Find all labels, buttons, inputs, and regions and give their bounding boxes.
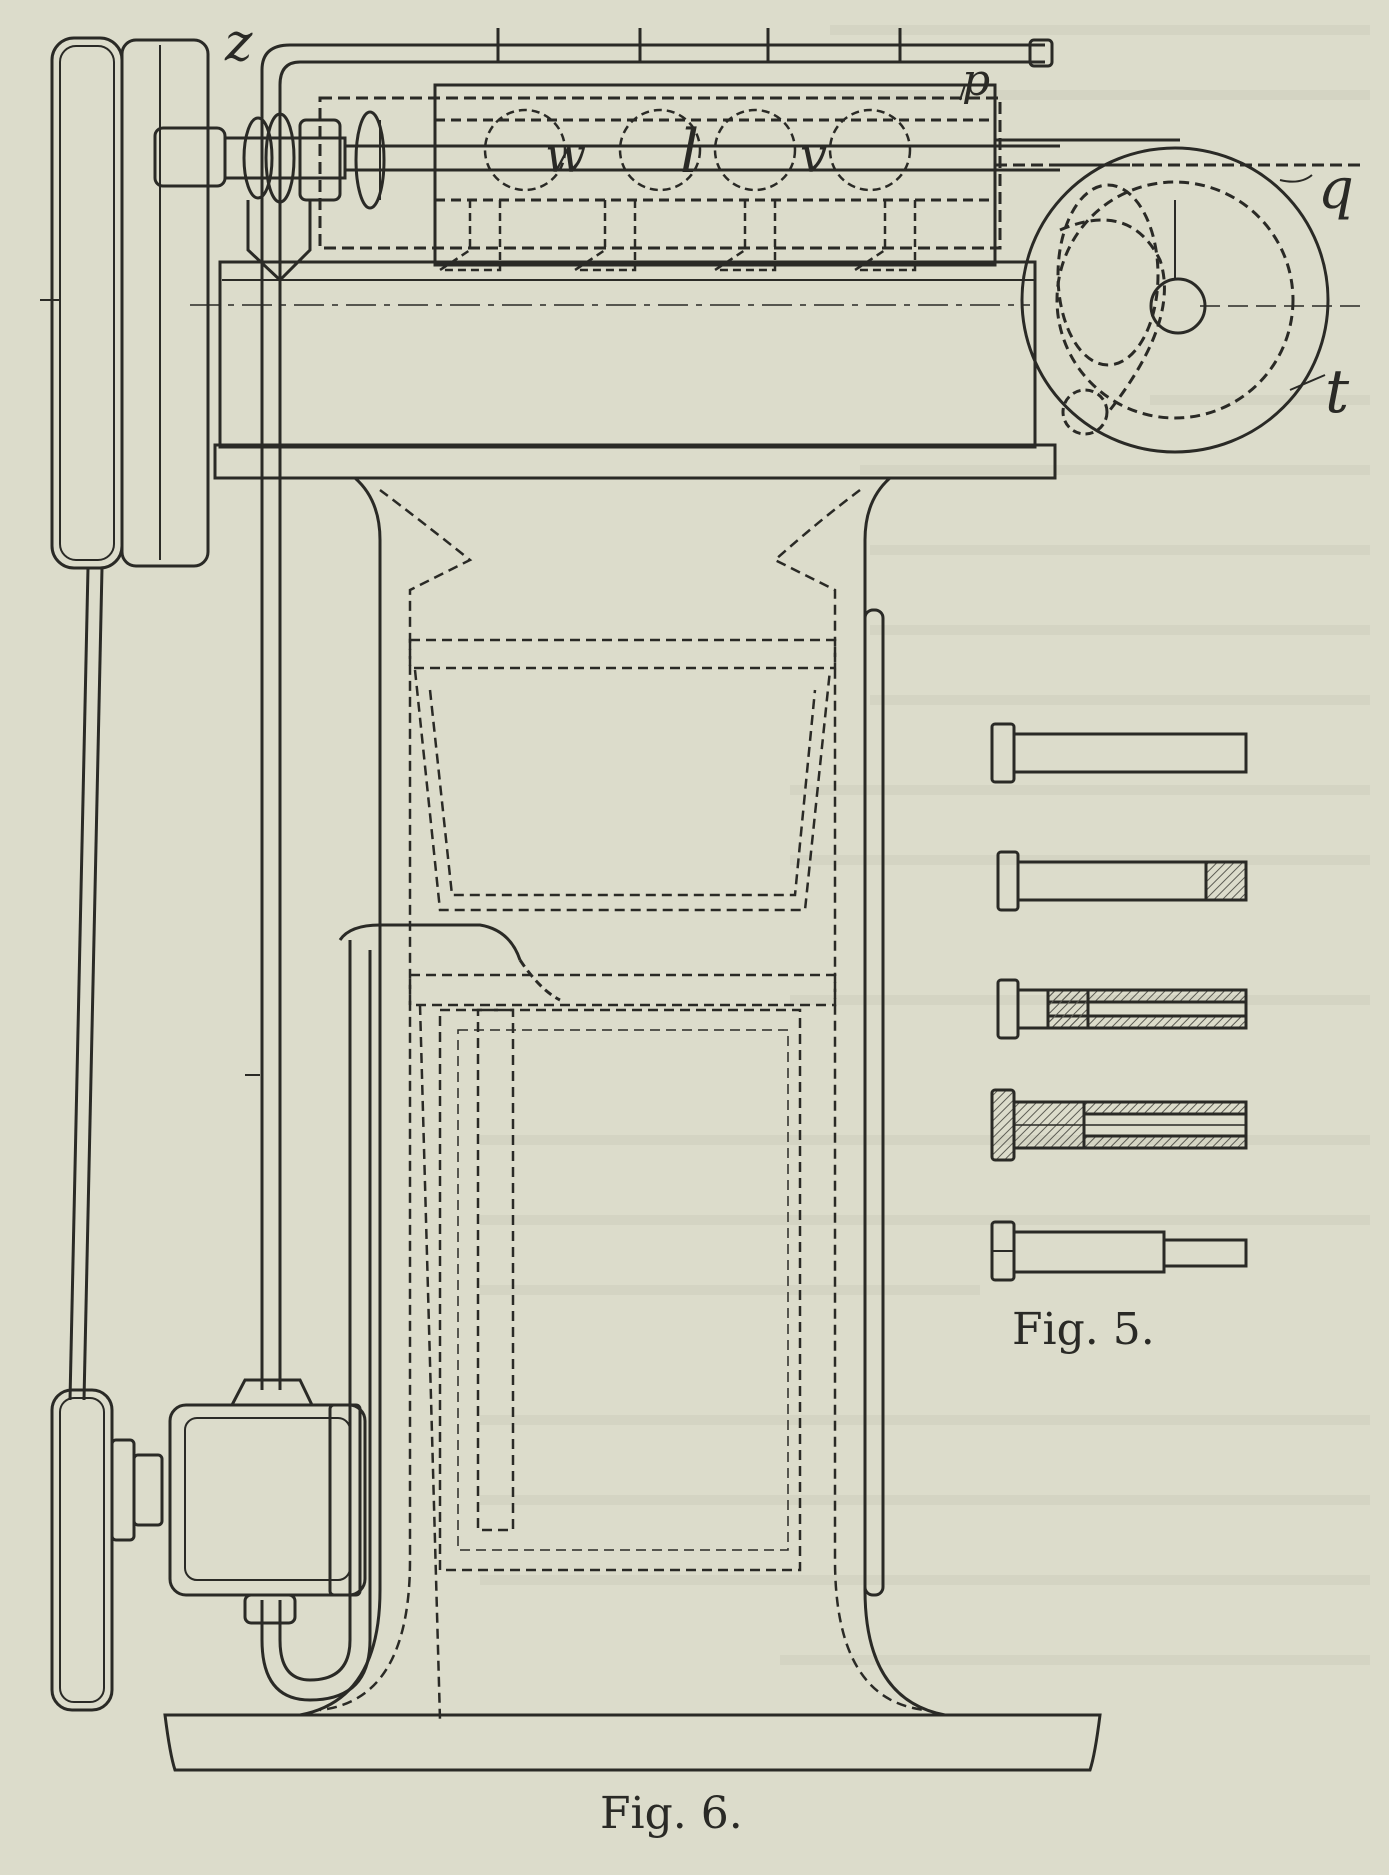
label-t: t [1325, 357, 1350, 427]
fig5-caption: Fig. 5. [1012, 1304, 1155, 1355]
flywheel-pulley [40, 36, 210, 570]
label-l: l [680, 117, 699, 187]
fig5-rivets [990, 722, 1248, 1282]
feed-funnels [435, 108, 917, 272]
vertical-rods [245, 240, 561, 1702]
top-magazine [318, 83, 1360, 267]
pillar-interior [319, 489, 926, 1721]
label-z: z [224, 13, 253, 73]
rivet-stage-2 [996, 850, 1248, 912]
main-beam [190, 260, 1057, 480]
label-p: p [962, 55, 990, 106]
label-v: v [800, 128, 827, 184]
overhead-rod [260, 28, 1054, 240]
label-leaders [959, 84, 1326, 391]
bleed-through-texture [480, 25, 1370, 1665]
feed-disc [1020, 146, 1360, 454]
drive-belt [68, 567, 104, 1401]
crank-box [168, 1360, 367, 1625]
label-w: w [545, 128, 586, 184]
rivet-stage-1 [990, 722, 1248, 784]
fig6-machine [40, 28, 1360, 1772]
fig6-labels: z q t w l v p [224, 13, 1354, 427]
fig6-caption: Fig. 6. [600, 1788, 743, 1839]
rivet-stage-4 [990, 1088, 1248, 1162]
rivet-stage-5 [990, 1220, 1248, 1282]
rivet-stage-3 [996, 978, 1248, 1040]
label-q: q [1318, 157, 1354, 222]
pillar-body [163, 476, 1102, 1772]
top-shaft-assembly [153, 110, 1060, 283]
lower-pulley [50, 1388, 164, 1712]
